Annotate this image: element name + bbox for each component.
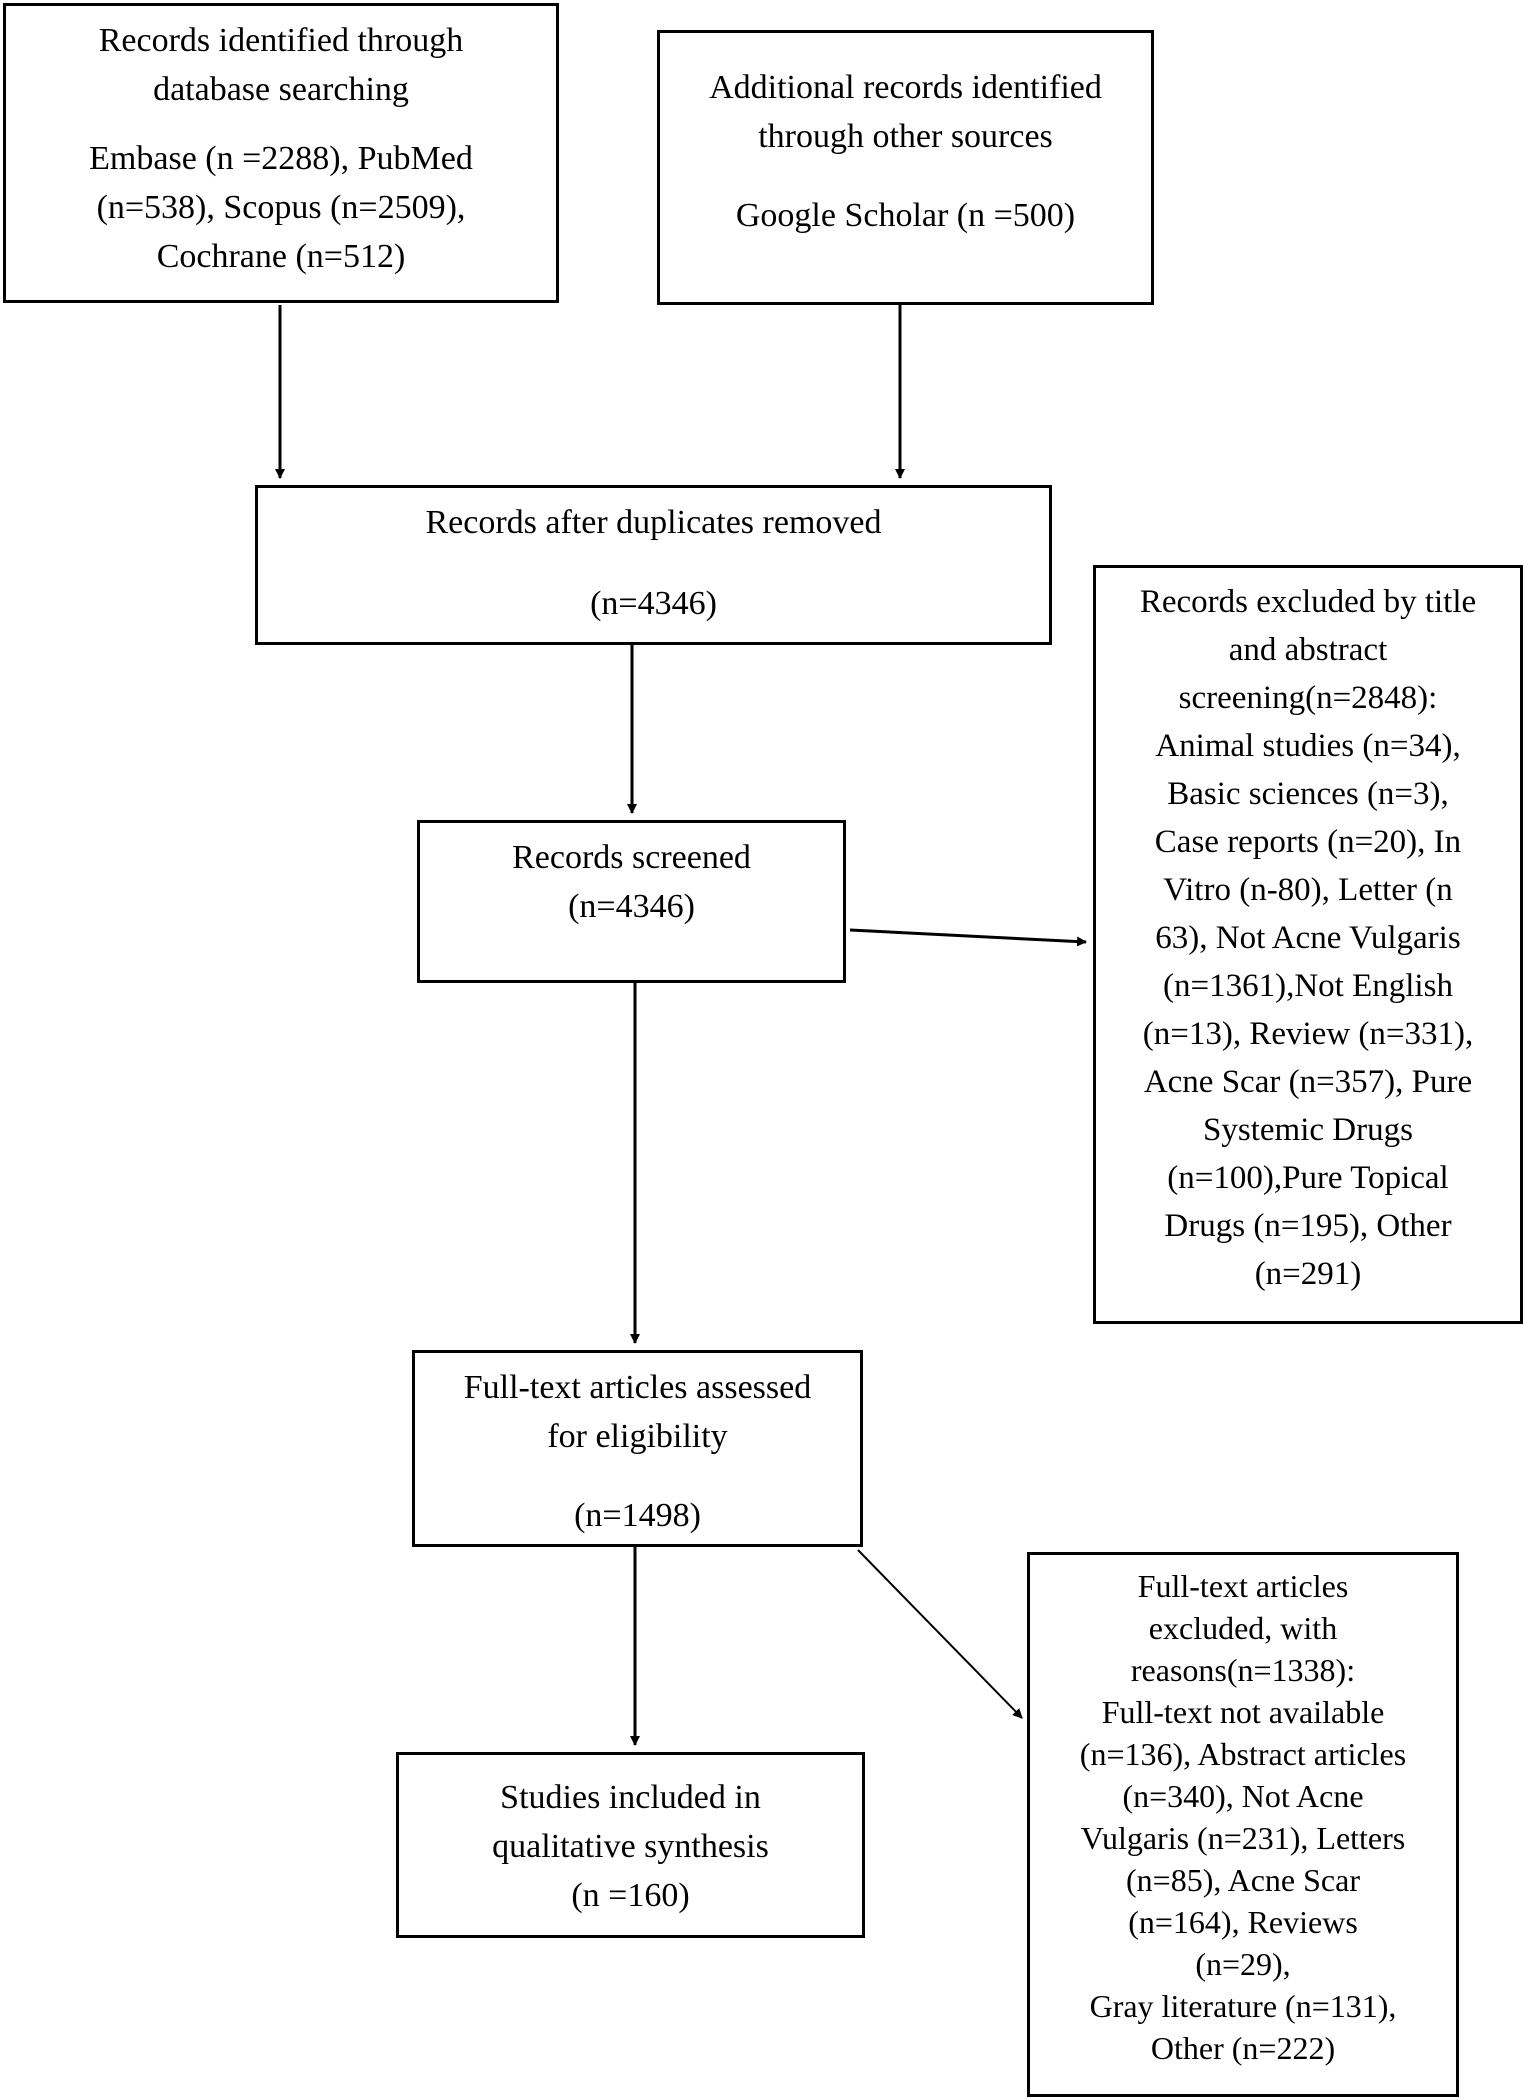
studies-included-box: Studies included in qualitative synthesi… xyxy=(396,1752,865,1938)
records-database-title: Records identified through database sear… xyxy=(98,22,464,108)
records-other-sources-counts: Google Scholar (n =500) xyxy=(735,197,1076,234)
records-database-counts: Embase (n =2288), PubMed (n=538), Scopus… xyxy=(89,140,473,275)
records-excluded-title-abstract-text: Records excluded by title and abstract s… xyxy=(1139,584,1477,1292)
records-other-sources-box: Additional records identified through ot… xyxy=(657,30,1154,305)
full-text-assessed-title: Full-text articles assessed for eligibil… xyxy=(463,1369,812,1455)
records-excluded-title-abstract-box: Records excluded by title and abstract s… xyxy=(1093,565,1523,1324)
records-after-duplicates-box: Records after duplicates removed (n=4346… xyxy=(255,485,1052,645)
full-text-excluded-text: Full-text articles excluded, with reason… xyxy=(1079,1568,1407,2066)
records-after-duplicates-title: Records after duplicates removed xyxy=(425,504,882,541)
records-screened-box: Records screened (n=4346) xyxy=(417,820,846,983)
studies-included-text: Studies included in qualitative synthesi… xyxy=(492,1779,769,1914)
records-screened-text: Records screened (n=4346) xyxy=(512,839,751,925)
records-after-duplicates-count: (n=4346) xyxy=(590,585,717,622)
records-other-sources-title: Additional records identified through ot… xyxy=(709,69,1102,155)
full-text-assessed-box: Full-text articles assessed for eligibil… xyxy=(412,1350,863,1547)
records-database-box: Records identified through database sear… xyxy=(3,3,559,303)
arrow-screened-to-excluded xyxy=(849,928,1087,947)
arrow-fulltext-to-excluded xyxy=(857,1549,1023,1719)
full-text-excluded-box: Full-text articles excluded, with reason… xyxy=(1027,1552,1459,2097)
full-text-assessed-count: (n=1498) xyxy=(574,1497,701,1534)
